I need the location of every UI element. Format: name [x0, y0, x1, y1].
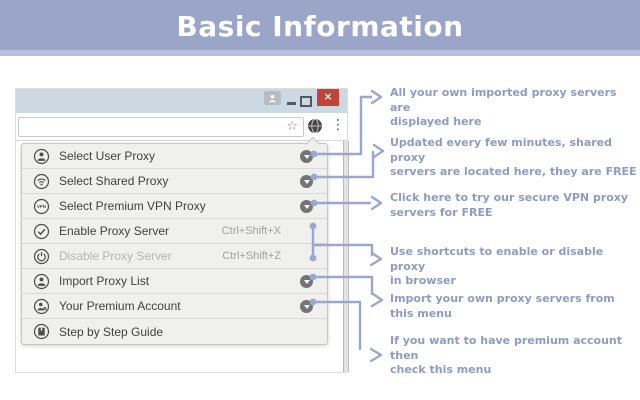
wifi-icon: [33, 173, 50, 190]
vpn-icon: VPN: [33, 198, 50, 215]
close-button[interactable]: ×: [317, 89, 339, 106]
header-banner: Basic Information: [0, 0, 640, 56]
dropdown-arrow-icon[interactable]: [300, 300, 313, 313]
menu-item-import-proxy-list[interactable]: Import Proxy List: [22, 269, 327, 294]
dropdown-arrow-icon[interactable]: [300, 200, 313, 213]
import-icon: [33, 273, 50, 290]
premium-account-icon: [33, 298, 50, 315]
address-bar[interactable]: ☆: [18, 117, 304, 137]
menu-item-label: Import Proxy List: [59, 274, 150, 288]
menu-item-step-by-step-guide[interactable]: Step by Step Guide: [22, 319, 327, 344]
menu-item-select-user-proxy[interactable]: Select User Proxy: [22, 144, 327, 169]
window-right-edge: [343, 141, 349, 372]
dropdown-arrow-icon[interactable]: [300, 275, 313, 288]
menu-item-label: Select Premium VPN Proxy: [59, 199, 206, 213]
menu-item-select-shared-proxy[interactable]: Select Shared Proxy: [22, 169, 327, 194]
profile-button[interactable]: [264, 91, 281, 105]
menu-item-label: Select User Proxy: [59, 149, 156, 163]
menu-item-your-premium-account[interactable]: Your Premium Account: [22, 294, 327, 319]
shortcut-label: Ctrl+Shift+Z: [222, 250, 281, 262]
bookmark-star-icon[interactable]: ☆: [286, 119, 298, 134]
window-titlebar: ×: [16, 89, 347, 113]
menu-item-label: Your Premium Account: [59, 299, 181, 313]
menu-item-label: Select Shared Proxy: [59, 174, 169, 188]
annotation-premium-account: If you want to have premium account then…: [390, 334, 623, 376]
menu-item-select-premium-vpn-proxy[interactable]: VPN Select Premium VPN Proxy: [22, 194, 327, 219]
power-icon: [33, 248, 50, 265]
annotation-shortcuts: Use shortcuts to enable or disable proxy…: [390, 245, 604, 287]
menu-item-label: Step by Step Guide: [59, 324, 164, 339]
menu-item-enable-proxy-server[interactable]: Enable Proxy Server Ctrl+Shift+X: [22, 219, 327, 244]
browser-window: × ☆ ⋮ Select User Proxy: [15, 88, 349, 373]
maximize-button[interactable]: [300, 96, 312, 107]
menu-item-label: Disable Proxy Server: [59, 249, 172, 263]
guide-icon: [33, 323, 50, 340]
menu-item-label: Enable Proxy Server: [59, 224, 170, 238]
browser-toolbar: ☆ ⋮: [16, 113, 347, 141]
dropdown-arrow-icon[interactable]: [300, 175, 313, 188]
check-icon: [33, 223, 50, 240]
browser-menu-icon[interactable]: ⋮: [331, 117, 345, 133]
dropdown-arrow-icon[interactable]: [300, 150, 313, 163]
profile-person-icon: [269, 94, 276, 102]
svg-text:VPN: VPN: [37, 204, 46, 209]
shortcut-label: Ctrl+Shift+X: [221, 225, 281, 237]
minimize-button[interactable]: [287, 102, 296, 105]
proxy-extension-icon[interactable]: [307, 118, 323, 134]
extension-menu-panel: Select User Proxy Select Shared Proxy VP…: [21, 136, 328, 345]
menu-item-disable-proxy-server[interactable]: Disable Proxy Server Ctrl+Shift+Z: [22, 244, 327, 269]
header-accent-strip: [0, 50, 640, 56]
page-title: Basic Information: [176, 10, 464, 43]
user-icon: [33, 148, 50, 165]
